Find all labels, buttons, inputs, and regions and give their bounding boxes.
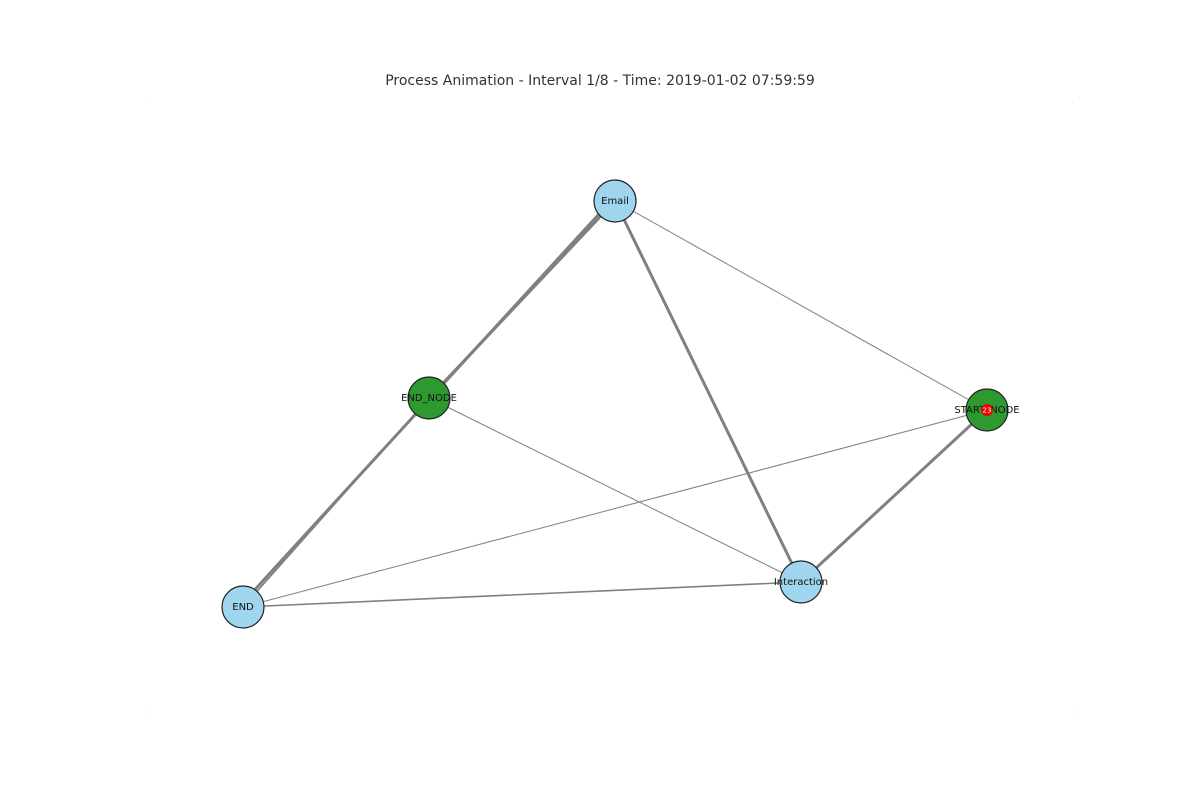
token-count: 23 xyxy=(983,407,992,415)
diagram-title: Process Animation - Interval 1/8 - Time:… xyxy=(385,73,815,89)
node-end[interactable]: END xyxy=(221,585,265,629)
node-circle[interactable] xyxy=(221,585,265,629)
token-dot xyxy=(981,404,993,416)
edge-end-node-to-interaction xyxy=(428,397,802,583)
node-circle[interactable] xyxy=(779,560,823,604)
edge-start-node-to-end xyxy=(242,409,988,608)
node-email[interactable]: Email xyxy=(593,179,637,223)
edge-email-to-start-node xyxy=(614,200,988,411)
case-token: 23 xyxy=(981,404,993,416)
node-label: Email xyxy=(601,196,629,207)
node-end-node[interactable]: END_NODE xyxy=(401,376,457,420)
edge-interaction-to-end xyxy=(242,581,802,608)
node-label: END xyxy=(232,602,254,613)
edge-end-node-to-end xyxy=(242,397,430,608)
node-label: Interaction xyxy=(774,577,828,588)
node-circle[interactable] xyxy=(593,179,637,223)
frame-corners xyxy=(150,96,1080,713)
edge-email-to-interaction xyxy=(613,199,803,584)
node-circle[interactable] xyxy=(407,376,451,420)
edge-start-node-to-interaction xyxy=(799,408,989,584)
tokens-layer: 23 xyxy=(981,404,993,416)
edges-layer xyxy=(239,197,989,608)
node-interaction[interactable]: Interaction xyxy=(774,560,828,604)
edge-email-to-end-node xyxy=(427,199,617,400)
node-label: END_NODE xyxy=(401,393,457,404)
